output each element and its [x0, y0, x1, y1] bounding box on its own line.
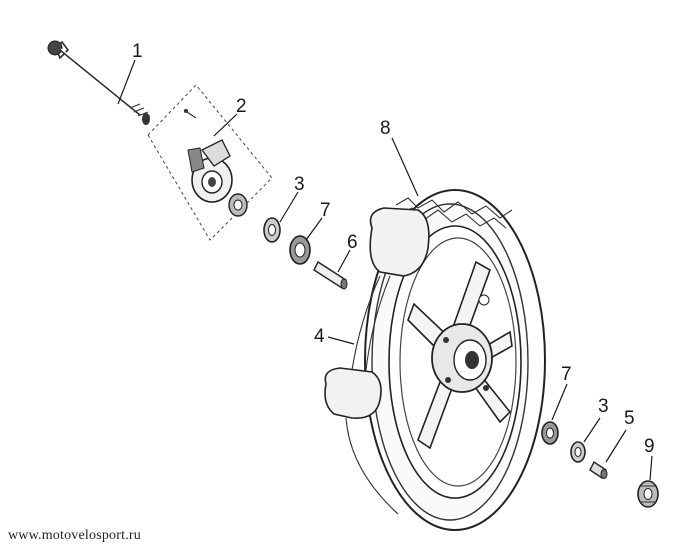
axle-part	[47, 40, 151, 125]
leader-line-1	[117, 59, 136, 105]
callout-9: 9	[644, 436, 655, 457]
callout-6: 6	[347, 232, 358, 253]
leader-line-5	[605, 429, 627, 463]
leader-line-3a	[279, 191, 299, 223]
callout-4: 4	[314, 326, 325, 347]
callout-1: 1	[132, 41, 143, 62]
bearing-right-part	[541, 421, 559, 445]
callout-2: 2	[236, 96, 247, 117]
callout-7b: 7	[561, 364, 572, 385]
watermark-text: www.motovelosport.ru	[8, 528, 141, 543]
leader-line-7b	[551, 383, 568, 421]
bearing-left-part	[289, 235, 311, 265]
speedometer-gear-part	[147, 84, 273, 241]
leader-line-9	[649, 455, 653, 481]
callout-3b: 3	[598, 396, 609, 417]
collar-part	[589, 460, 608, 480]
callout-3a: 3	[294, 174, 305, 195]
leader-line-4	[327, 336, 355, 345]
spacer-left-part	[263, 217, 281, 243]
leader-line-3b	[583, 417, 601, 443]
leader-line-8	[391, 137, 419, 197]
leader-line-7a	[305, 217, 323, 241]
leader-line-6	[337, 249, 351, 273]
callout-5: 5	[624, 408, 635, 429]
distance-collar-part	[313, 260, 348, 290]
wheel-assembly-part	[324, 189, 546, 531]
leader-line-2	[213, 113, 238, 137]
axle-nut-part	[637, 480, 659, 508]
callout-7a: 7	[320, 200, 331, 221]
callout-8: 8	[380, 118, 391, 139]
spacer-right-part	[570, 441, 586, 463]
